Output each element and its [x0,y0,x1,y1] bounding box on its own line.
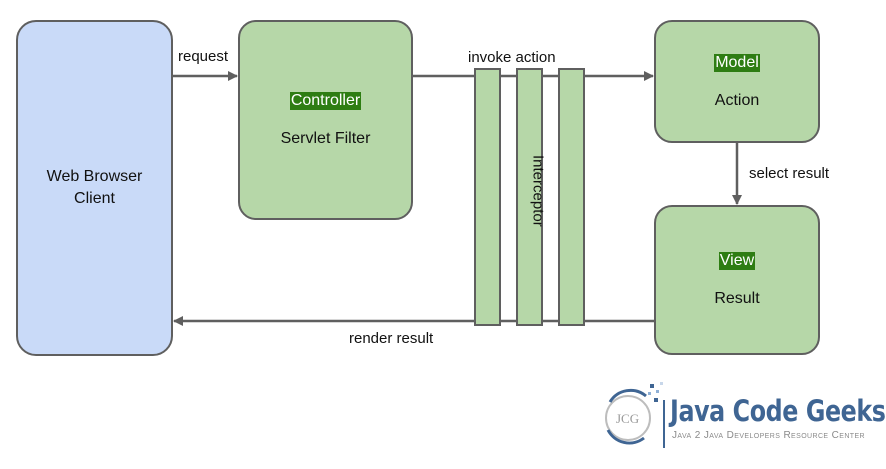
interceptor-bar [474,68,501,326]
interceptor-label: Interceptor [529,155,547,227]
select-result-label: select result [749,165,830,182]
logo-name: Java Code Geeks [670,394,886,428]
controller-node: Controller Servlet Filter [238,20,413,220]
mvc-diagram: Web Browser Client Controller Servlet Fi… [16,20,886,452]
invoke-action-label: invoke action [468,49,556,66]
java-code-geeks-logo: JCG Java Code Geeks Java 2 Java Develope… [600,380,886,452]
controller-label: Servlet Filter [280,130,371,147]
jcg-badge-icon: JCG [605,382,665,448]
model-tag: Model [714,53,760,72]
view-tag: View [718,252,756,270]
view-label: Result [714,290,760,307]
client-label: Web Browser Client [46,168,143,207]
interceptor-bar [516,68,543,326]
jcg-badge-text: JCG [616,411,639,426]
render-result-label: render result [349,330,434,347]
request-label: request [178,48,229,65]
model-label: Action [714,91,760,109]
model-node: Model Action [654,20,820,143]
web-browser-client-node: Web Browser Client [16,20,173,356]
interceptor-bar [558,68,585,326]
view-node: View Result [654,205,820,355]
controller-tag: Controller [289,92,362,110]
logo-tagline: Java 2 Java Developers Resource Center [672,430,866,441]
